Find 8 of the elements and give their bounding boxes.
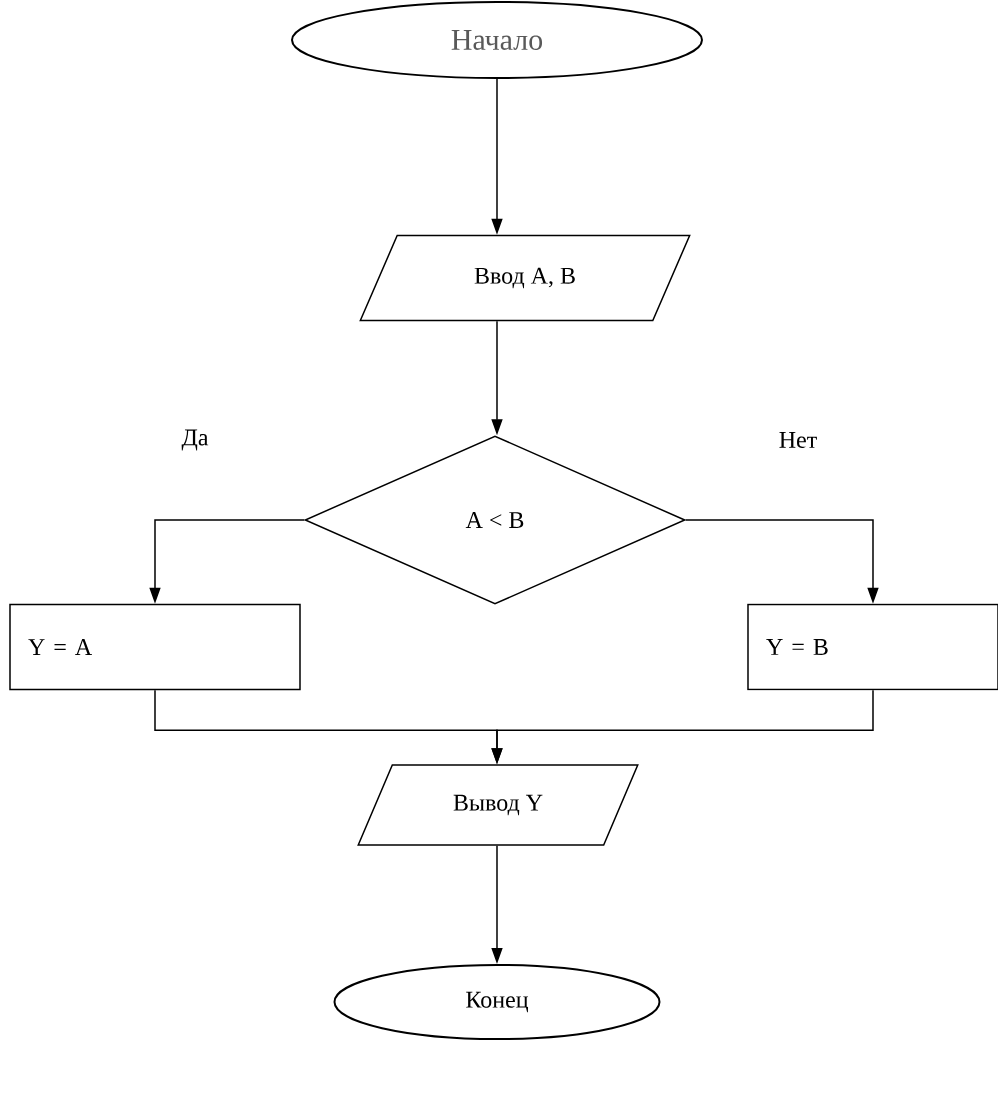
edge-label: Да xyxy=(178,426,212,454)
input-parallelogram: Ввод A, B xyxy=(359,234,691,322)
process-box: Y = A xyxy=(9,603,301,691)
start-oval: Начало xyxy=(291,1,703,79)
process-box: Y = B xyxy=(747,603,998,691)
end-oval: Конец xyxy=(333,964,661,1040)
edge-label: Нет xyxy=(775,428,821,452)
output-parallelogram: Вывод Y xyxy=(357,764,639,846)
